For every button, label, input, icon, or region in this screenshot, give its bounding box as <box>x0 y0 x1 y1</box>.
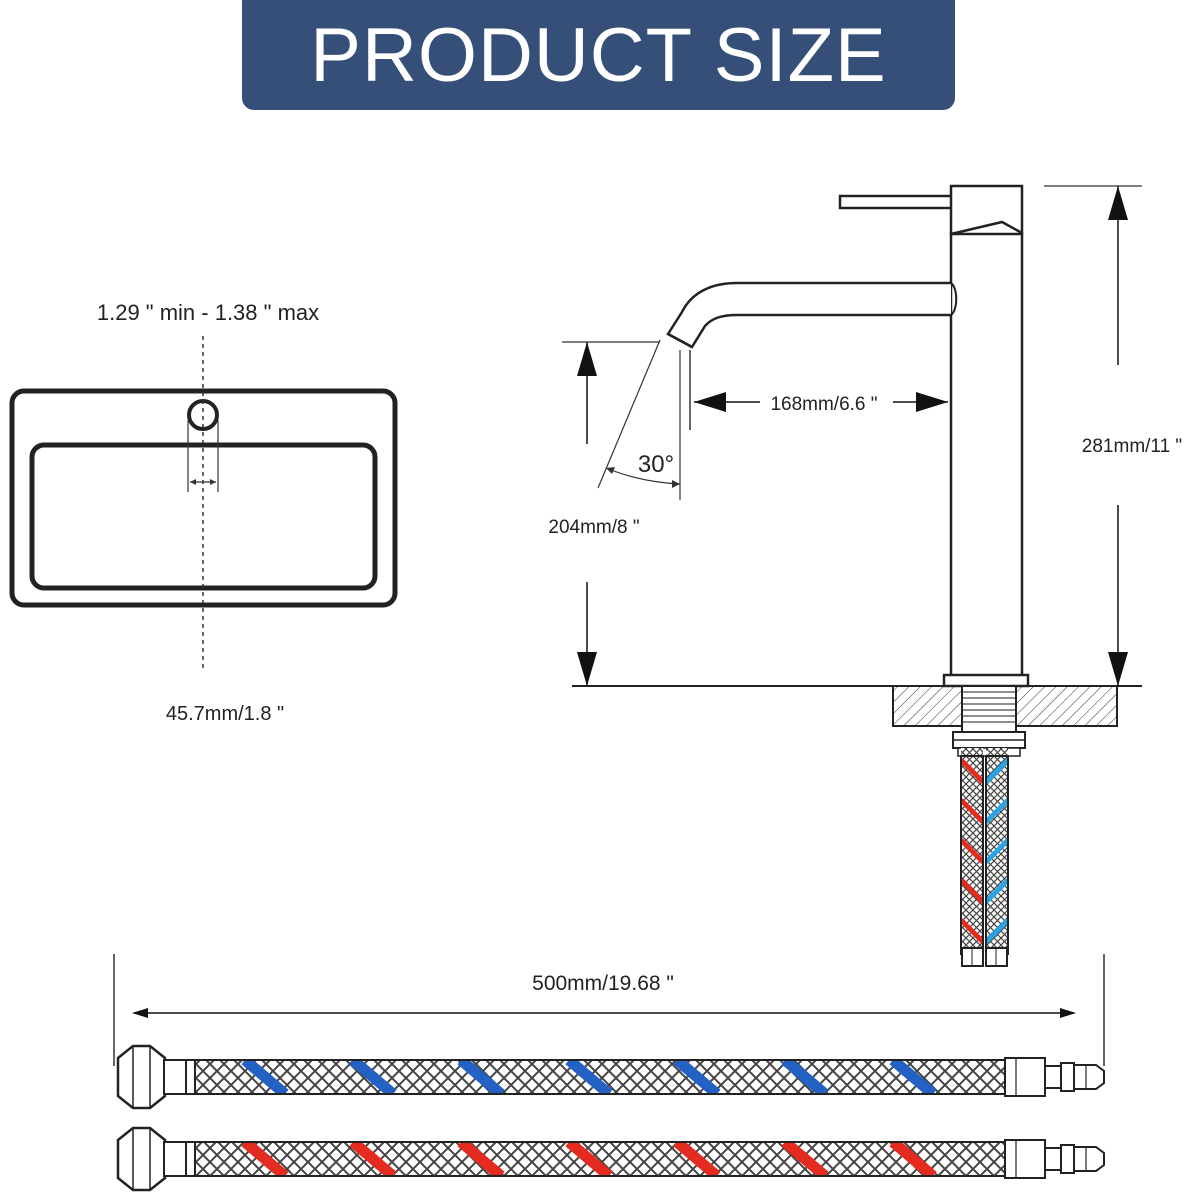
center-offset-label: 45.7mm/1.8 " <box>166 703 284 725</box>
sink-outline <box>9 388 398 608</box>
hose-length-label: 500mm/19.68 " <box>532 972 674 995</box>
faucet-drawing: 30° <box>548 184 1182 967</box>
cold-supply-hose <box>116 1044 1105 1110</box>
total-height-label: 281mm/11 " <box>1082 436 1182 457</box>
title-banner: PRODUCT SIZE <box>242 0 955 110</box>
faucet-spout <box>666 281 951 349</box>
faucet-handle-body <box>949 184 1024 236</box>
faucet-lever <box>838 194 954 210</box>
hot-supply-hose-short <box>961 748 983 954</box>
cold-supply-hose-short <box>986 748 1008 954</box>
mounting-shank <box>961 685 1017 733</box>
sink-drawing: 1.29 " min - 1.38 " max 45.7mm/1.8 " <box>9 300 398 725</box>
hoses-drawing: 500mm/19.68 " <box>113 954 1105 1192</box>
spout-height-label: 204mm/8 " <box>548 517 639 538</box>
hot-supply-hose <box>116 1126 1105 1192</box>
faucet-body <box>949 232 1024 678</box>
reach-label: 168mm/6.6 " <box>770 394 877 415</box>
hole-range-label: 1.29 " min - 1.38 " max <box>97 300 319 325</box>
spray-line-angled <box>597 339 661 489</box>
page-title: PRODUCT SIZE <box>310 12 887 98</box>
spout-angle-label: 30° <box>638 451 674 478</box>
faucet-base <box>942 673 1030 688</box>
